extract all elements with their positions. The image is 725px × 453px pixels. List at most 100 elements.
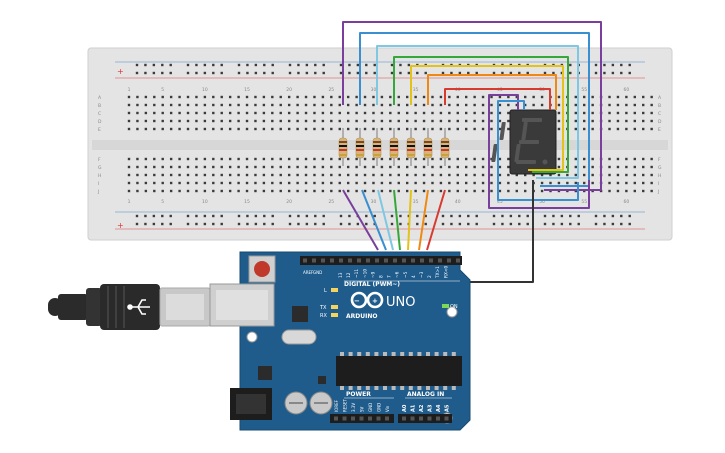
power-pin-label: IOREF: [334, 399, 339, 412]
column-number: 5: [161, 199, 164, 205]
wire-purple-top[interactable]: [342, 21, 602, 191]
digital-pin-label: 2: [427, 275, 433, 278]
digital-pin-label: 8: [379, 275, 385, 278]
resistor[interactable]: [355, 128, 365, 166]
row-letter: G: [98, 165, 102, 171]
svg-text:+: +: [372, 297, 378, 305]
arduino-model: UNO: [386, 295, 415, 310]
column-number: 55: [581, 87, 587, 93]
analog-label: ANALOG IN: [407, 391, 444, 398]
digital-header-label: DIGITAL (PWM~): [344, 281, 400, 288]
arduino-brand: ARDUINO: [346, 313, 377, 320]
wire-orange-bottom[interactable]: [418, 189, 429, 251]
seven-segment-display: 8: [491, 109, 557, 175]
usb-cable: [48, 284, 211, 330]
wires: [323, 21, 602, 283]
wire-red-top[interactable]: [444, 88, 551, 110]
plus-symbol: +: [117, 221, 124, 230]
row-letter: A: [658, 95, 662, 101]
digital-pin-label: ~11: [354, 269, 360, 278]
digital-pin-label: 4: [411, 275, 417, 278]
column-number: 20: [286, 87, 292, 93]
resistor[interactable]: [389, 128, 399, 166]
led-label-l: L: [324, 288, 327, 294]
row-letter: F: [658, 157, 661, 163]
resistor[interactable]: [406, 128, 416, 166]
column-number: 15: [244, 87, 250, 93]
row-letter: I: [658, 181, 659, 187]
wire-lightblue-bottom[interactable]: [377, 189, 394, 251]
row-letter: H: [98, 173, 101, 179]
column-number: 45: [497, 199, 503, 205]
wire-blue-display[interactable]: [497, 100, 579, 201]
row-letter: F: [98, 157, 101, 163]
column-number: 1: [128, 199, 131, 205]
svg-text:−: −: [354, 297, 360, 305]
aref-label: AREF: [303, 270, 314, 275]
power-pin-label: GND: [368, 403, 373, 412]
digital-pin-label: ~10: [362, 269, 368, 278]
power-pin-label: GND: [377, 403, 382, 412]
column-number: 40: [455, 199, 461, 205]
wire-red-bottom[interactable]: [426, 189, 446, 251]
column-number: 35: [413, 199, 419, 205]
digital-pin-label: ~9: [370, 271, 376, 278]
row-letter: C: [98, 111, 101, 117]
wire-purple-bottom[interactable]: [342, 189, 379, 251]
analog-pin-label: A0: [402, 404, 408, 412]
column-number: 25: [328, 87, 334, 93]
resistor[interactable]: [423, 128, 433, 166]
power-pin-label: RESET: [343, 399, 348, 412]
on-label: ON: [450, 304, 458, 310]
resistor[interactable]: [440, 128, 450, 166]
reset-button[interactable]: [254, 261, 270, 277]
column-number: 50: [539, 199, 545, 205]
wire-purple-display[interactable]: [488, 94, 590, 209]
gnd-label: GND: [313, 270, 322, 275]
column-number: 1: [128, 87, 131, 93]
analog-header[interactable]: [398, 414, 452, 423]
row-letter: E: [98, 127, 101, 133]
digital-pin-label: ~6: [395, 271, 401, 278]
power-pin-label: 3.3V: [351, 403, 356, 412]
wire-green-top[interactable]: [393, 56, 569, 173]
led-label-tx: TX: [319, 305, 327, 311]
breadboard-holes: [127, 63, 653, 226]
analog-pin-label: A2: [419, 404, 425, 412]
analog-pin-label: A1: [411, 404, 417, 412]
usb-icon: [127, 299, 150, 315]
analog-pin-label: A5: [445, 404, 451, 412]
led-label-rx: RX: [320, 313, 327, 319]
wire-blue-bottom[interactable]: [361, 189, 387, 251]
wire-orange-top[interactable]: [427, 74, 557, 110]
column-number: 5: [161, 87, 164, 93]
board-leds: [331, 288, 449, 317]
resistors: [338, 128, 450, 166]
digital-header[interactable]: [300, 256, 462, 265]
wire-yellow-top[interactable]: [410, 65, 564, 171]
wire-blue-top[interactable]: [359, 32, 590, 187]
row-letter: B: [98, 103, 101, 109]
column-number: 15: [244, 199, 250, 205]
row-letter: D: [98, 119, 102, 125]
wire-green-bottom[interactable]: [393, 189, 401, 251]
resistor[interactable]: [372, 128, 382, 166]
column-number: 30: [371, 87, 377, 93]
digital-pin-label: 7: [387, 275, 393, 278]
column-number: 35: [413, 87, 419, 93]
row-letter: A: [98, 95, 102, 101]
column-number: 55: [581, 199, 587, 205]
wire-lightblue-top[interactable]: [376, 45, 579, 179]
infinity-logo-icon: [350, 291, 384, 309]
column-number: 60: [624, 199, 630, 205]
digital-pin-label: RX<0: [443, 265, 449, 278]
row-letter: I: [98, 181, 99, 187]
row-letter: E: [658, 127, 661, 133]
wire-yellow-bottom[interactable]: [407, 189, 412, 251]
resistor[interactable]: [338, 128, 348, 166]
plus-symbol: +: [117, 67, 124, 76]
row-letter: D: [658, 119, 662, 125]
